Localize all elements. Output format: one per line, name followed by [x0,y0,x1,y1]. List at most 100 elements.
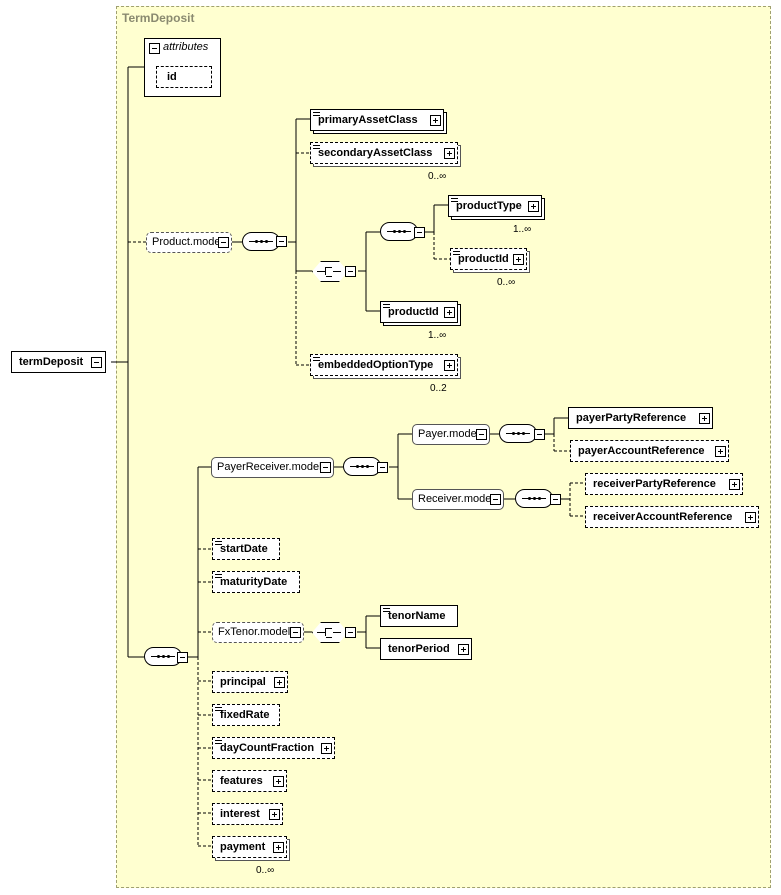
id-attribute[interactable]: id [156,66,212,88]
collapse-icon[interactable] [476,429,487,440]
collapse-icon[interactable] [550,494,561,505]
secondaryassetclass-label: secondaryAssetClass [318,147,433,159]
principal-label: principal [220,676,266,688]
receiver-model-label: Receiver.model [418,493,494,505]
product-model-label: Product.model [152,236,223,248]
payment-element[interactable]: payment [212,836,287,858]
payer-model-label: Payer.model [418,428,480,440]
principal-element[interactable]: principal [212,671,288,693]
payerreceiver-model-group[interactable]: PayerReceiver.model [211,457,334,478]
termdeposit-label: termDeposit [19,356,84,368]
fixedrate-element[interactable]: fixedRate [212,704,280,726]
collapse-icon[interactable] [149,43,160,54]
embeddedoptiontype-label: embeddedOptionType [318,359,434,371]
producttype-element[interactable]: productType [448,195,542,217]
tenorname-label: tenorName [388,610,446,622]
collapse-icon[interactable] [276,236,287,247]
expand-icon[interactable] [274,677,285,688]
expand-icon[interactable] [729,479,740,490]
expand-icon[interactable] [699,413,710,424]
sequence-icon [499,424,537,443]
startdate-label: startDate [220,543,268,555]
payer-model-group[interactable]: Payer.model [412,424,490,445]
productid-optional-element[interactable]: productId [450,248,527,270]
sequence-icon [515,489,553,508]
collapse-icon[interactable] [91,357,102,368]
termdeposit-element[interactable]: termDeposit [11,351,106,373]
collapse-icon[interactable] [345,266,356,277]
collapse-icon[interactable] [490,494,501,505]
collapse-icon[interactable] [320,462,331,473]
tenorname-element[interactable]: tenorName [380,605,458,627]
receiveraccountreference-label: receiverAccountReference [593,511,733,523]
fixedrate-label: fixedRate [220,709,270,721]
expand-icon[interactable] [528,201,539,212]
collapse-icon[interactable] [218,237,229,248]
expand-icon[interactable] [513,254,524,265]
startdate-element[interactable]: startDate [212,538,280,560]
productid-element[interactable]: productId [380,301,458,323]
expand-icon[interactable] [269,809,280,820]
producttype-label: productType [456,200,522,212]
fxtenor-model-group[interactable]: FxTenor.model [212,622,304,643]
expand-icon[interactable] [444,360,455,371]
expand-icon[interactable] [430,115,441,126]
expand-icon[interactable] [273,776,284,787]
expand-icon[interactable] [458,644,469,655]
productid-label: productId [388,306,439,318]
cardinality-label: 0..∞ [428,171,447,182]
frame-title: TermDeposit [122,11,195,25]
sequence-icon [144,647,182,666]
primaryassetclass-element[interactable]: primaryAssetClass [310,109,444,131]
payeraccountreference-element[interactable]: payerAccountReference [570,440,729,462]
collapse-icon[interactable] [290,627,301,638]
cardinality-label: 0..∞ [497,277,516,288]
product-model-group[interactable]: Product.model [146,232,232,253]
features-element[interactable]: features [212,770,287,792]
payerpartyreference-element[interactable]: payerPartyReference [568,407,713,429]
payerpartyreference-label: payerPartyReference [576,412,687,424]
collapse-icon[interactable] [414,227,425,238]
payerreceiver-model-label: PayerReceiver.model [217,461,322,473]
cardinality-label: 0..∞ [256,865,275,876]
expand-icon[interactable] [444,148,455,159]
sequence-icon [343,457,381,476]
interest-element[interactable]: interest [212,803,283,825]
collapse-icon[interactable] [377,462,388,473]
interest-label: interest [220,808,260,820]
tenorperiod-label: tenorPeriod [388,643,450,655]
expand-icon[interactable] [745,512,756,523]
expand-icon[interactable] [444,307,455,318]
attributes-header: attributes [163,41,209,53]
sequence-icon [380,222,418,241]
cardinality-label: 1..∞ [513,224,532,235]
cardinality-label: 1..∞ [428,330,447,341]
maturitydate-label: maturityDate [220,576,288,588]
productid-optional-label: productId [458,253,509,265]
cardinality-label: 0..2 [430,383,447,394]
daycountfraction-label: dayCountFraction [220,742,315,754]
fxtenor-model-label: FxTenor.model [218,626,291,638]
collapse-icon[interactable] [177,652,188,663]
embeddedoptiontype-element[interactable]: embeddedOptionType [310,354,458,376]
features-label: features [220,775,263,787]
maturitydate-element[interactable]: maturityDate [212,571,300,593]
expand-icon[interactable] [273,842,284,853]
collapse-icon[interactable] [345,627,356,638]
collapse-icon[interactable] [534,429,545,440]
expand-icon[interactable] [321,743,332,754]
tenorperiod-element[interactable]: tenorPeriod [380,638,472,660]
receiverpartyreference-element[interactable]: receiverPartyReference [585,473,743,495]
secondaryassetclass-element[interactable]: secondaryAssetClass [310,142,458,164]
expand-icon[interactable] [715,446,726,457]
sequence-icon [242,232,280,251]
receiver-model-group[interactable]: Receiver.model [412,489,504,510]
payment-label: payment [220,841,266,853]
receiveraccountreference-element[interactable]: receiverAccountReference [585,506,759,528]
attributes-box: attributes id [144,38,221,97]
receiverpartyreference-label: receiverPartyReference [593,478,716,490]
daycountfraction-element[interactable]: dayCountFraction [212,737,335,759]
payeraccountreference-label: payerAccountReference [578,445,705,457]
primaryassetclass-label: primaryAssetClass [318,114,418,126]
